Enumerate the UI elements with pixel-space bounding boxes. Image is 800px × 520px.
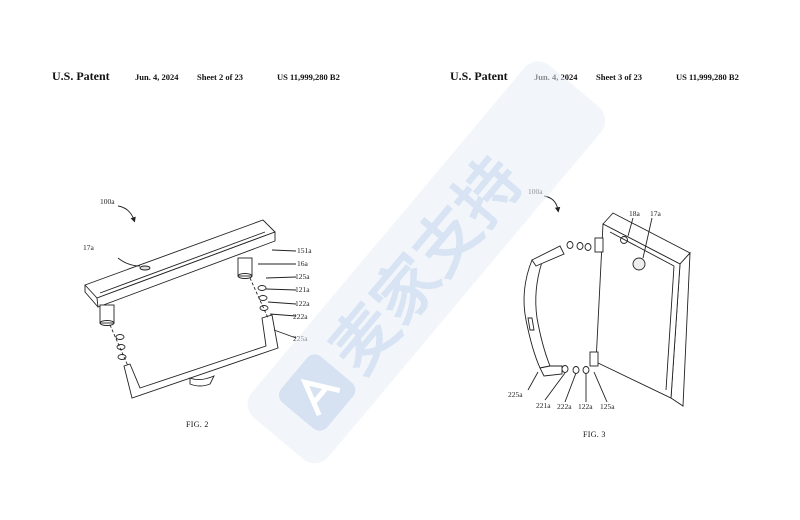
header-title: U.S. Patent [52,69,110,83]
ref-122a: 122a [578,402,593,411]
header-patent-number: US 11,999,280 B2 [676,72,739,82]
ref-100a: 100a [100,197,115,206]
header-sheet: Sheet 3 of 23 [596,72,643,82]
ref-225a: 225a [293,334,308,343]
ref-151a: 151a [297,246,312,255]
ref-100a: 100a [528,187,543,196]
patent-sheet-2: U.S. Patent Jun. 4, 2024 Sheet 2 of 23 U… [52,69,340,429]
ref-222a: 222a [293,312,308,321]
ref-17a: 17a [650,209,662,218]
ref-221a: 221a [536,401,551,410]
ref-125a: 125a [600,402,615,411]
ref-122a: 122a [295,299,310,308]
fig3-drawing: 100a 18a 17a 225a 221a 222a 122a 125a [508,187,691,411]
figure-label-fig2: FIG. 2 [186,420,209,429]
ref-121a: 121a [295,285,310,294]
patent-sheet-3: U.S. Patent Jun. 4, 2024 Sheet 3 of 23 U… [400,0,800,520]
ref-125a: 125a [295,272,310,281]
ref-17a: 17a [83,243,95,252]
header-date: Jun. 4, 2024 [135,72,179,82]
header-sheet: Sheet 2 of 23 [197,72,244,82]
ref-18a: 18a [629,209,641,218]
ref-225a: 225a [508,390,523,399]
fig2-drawing: 100a 17a 151a 16a 125a 121a 122a 222a 22… [83,197,312,399]
ref-222a: 222a [557,402,572,411]
figure-label-fig3: FIG. 3 [583,430,606,439]
ref-16a: 16a [297,259,309,268]
